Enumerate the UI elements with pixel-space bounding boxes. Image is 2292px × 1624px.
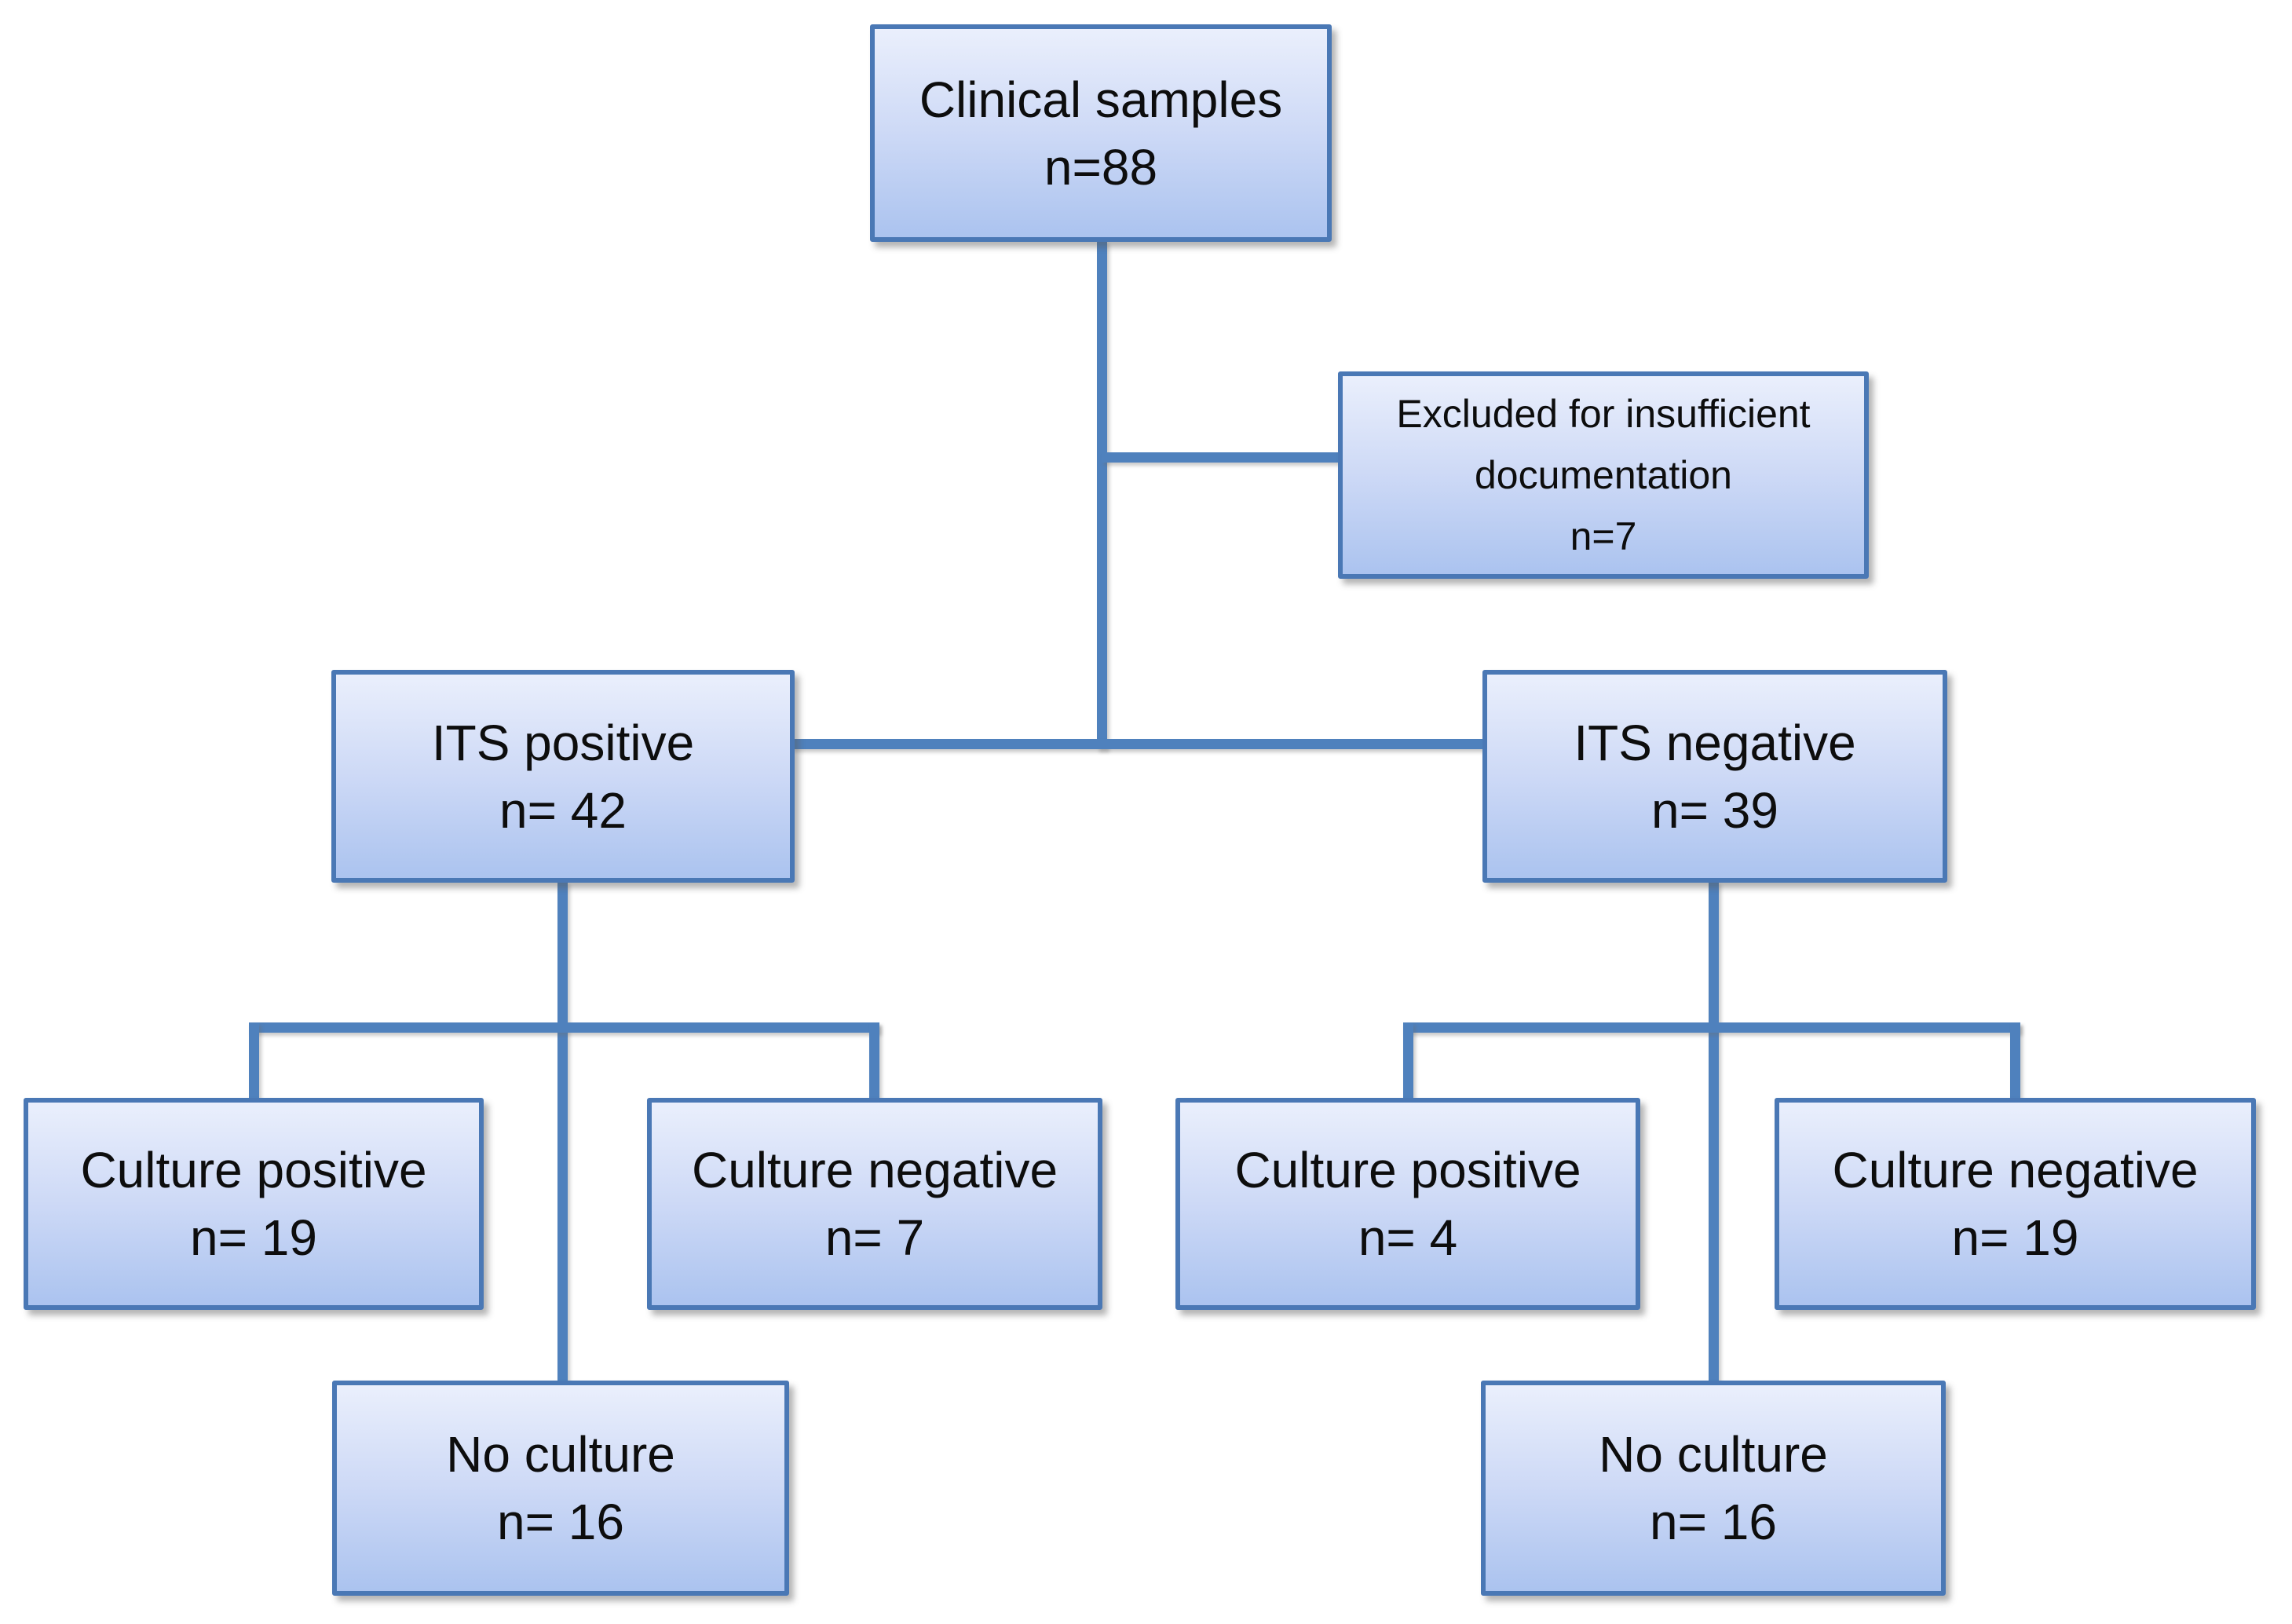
node-its-positive-label: ITS positive	[431, 714, 695, 771]
node-clinical-samples-label: Clinical samples	[919, 71, 1283, 128]
node-no-culture-left-count: n= 16	[497, 1494, 624, 1550]
node-culture-positive-left-label: Culture positive	[80, 1142, 427, 1198]
node-its-negative-label: ITS negative	[1574, 714, 1856, 771]
connector-right-branch-bar	[1403, 1022, 2020, 1033]
connector-to-excluded	[1102, 452, 1338, 463]
connector-its-negative-down	[1709, 881, 1719, 1384]
node-culture-positive-left-count: n= 19	[190, 1209, 317, 1266]
node-no-culture-right: No culture n= 16	[1481, 1381, 1946, 1596]
node-excluded: Excluded for insufficient documentation …	[1338, 371, 1869, 579]
connector-its-positive-down	[557, 881, 568, 1384]
node-culture-positive-right-label: Culture positive	[1234, 1142, 1581, 1198]
connector-right-elbow-culture-negative	[2010, 1022, 2020, 1101]
node-culture-negative-right-count: n= 19	[1951, 1209, 2079, 1266]
node-culture-negative-right-label: Culture negative	[1832, 1142, 2199, 1198]
node-no-culture-left-label: No culture	[446, 1426, 675, 1483]
node-its-negative-count: n= 39	[1651, 781, 1778, 839]
node-culture-negative-right: Culture negative n= 19	[1775, 1098, 2256, 1310]
node-culture-negative-left-count: n= 7	[824, 1209, 925, 1266]
connector-right-elbow-culture-positive	[1403, 1022, 1413, 1101]
node-no-culture-left: No culture n= 16	[332, 1381, 789, 1596]
connector-left-elbow-culture-positive	[249, 1022, 259, 1101]
node-clinical-samples-count: n=88	[1044, 138, 1158, 196]
node-excluded-count: n=7	[1570, 514, 1637, 558]
node-no-culture-right-label: No culture	[1599, 1426, 1828, 1483]
connector-its-horizontal-bar	[791, 739, 1482, 749]
node-culture-negative-left: Culture negative n= 7	[647, 1098, 1102, 1310]
node-culture-positive-right: Culture positive n= 4	[1175, 1098, 1640, 1310]
node-culture-positive-right-count: n= 4	[1358, 1209, 1458, 1266]
node-excluded-label: Excluded for insufficient documentation	[1396, 392, 1811, 497]
node-its-positive: ITS positive n= 42	[331, 670, 795, 883]
node-culture-positive-left: Culture positive n= 19	[24, 1098, 484, 1310]
node-its-positive-count: n= 42	[499, 781, 627, 839]
connector-clinical-down	[1097, 240, 1107, 749]
node-its-negative: ITS negative n= 39	[1482, 670, 1947, 883]
node-clinical-samples: Clinical samples n=88	[870, 24, 1332, 242]
node-no-culture-right-count: n= 16	[1650, 1494, 1777, 1550]
connector-left-elbow-culture-negative	[869, 1022, 879, 1101]
node-culture-negative-left-label: Culture negative	[691, 1142, 1058, 1198]
connector-left-branch-bar	[249, 1022, 879, 1033]
